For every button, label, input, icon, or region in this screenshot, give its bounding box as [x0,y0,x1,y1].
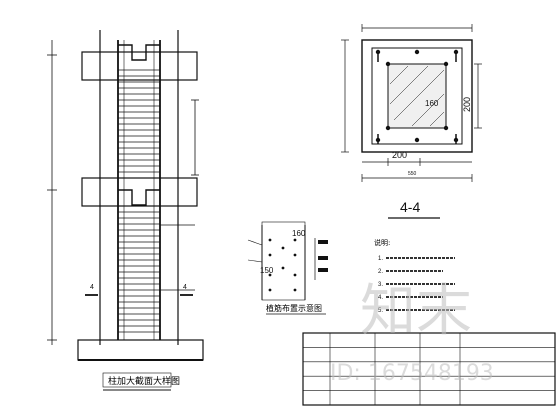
column-elevation: 4 4 柱加大截面大样图 [47,30,204,391]
watermark-brand: 知末 [360,279,472,344]
notes-heading: 说明: [374,238,390,247]
title-block [302,332,556,406]
rebar-dot [443,125,449,131]
anchor-dot [293,238,297,242]
rebar-dot [385,125,391,131]
stirrups-lower [118,211,160,333]
sec-right-dim: 200 [462,97,472,112]
title-block-grid [303,333,555,405]
note-number: 2. [378,269,383,275]
sec-bottom-dim: 550 [408,171,417,177]
stirrups-upper [118,69,160,173]
section-mark-right: 4 [183,284,187,291]
section-title: 4-4 [400,199,420,215]
section-4-4: 200 160 200 550 4-4 [341,24,482,219]
anchor-detail: 160 150 植筋布置示意图 [247,221,328,315]
rebar-dot [414,49,420,55]
note-number: 5. [378,308,383,314]
watermark-id: ID: 167548193 [330,361,494,386]
anchor-dot [268,288,272,292]
core-hatch [389,65,445,127]
anchor-dots [268,238,297,292]
sec-mid-dim: 160 [425,99,439,108]
section-mark-left: 4 [90,284,94,291]
notes: 说明: 1. 2. 3. 4. 5. [374,238,455,314]
anchor-dot [268,273,272,277]
small-top-dim: 160 [292,229,306,238]
column-elevation-caption: 柱加大截面大样图 [108,375,180,387]
notes-list: 1. 2. 3. 4. 5. [378,256,455,314]
anchor-detail-caption: 植筋布置示意图 [266,303,322,313]
rebar-dot [414,137,420,143]
anchor-dot [293,273,297,277]
note-number: 1. [378,256,383,262]
sec-left-dim: 200 [392,150,407,160]
anchor-dot [268,238,272,242]
rebar-dot [385,61,391,67]
anchor-dot [268,253,272,257]
note-number: 4. [378,295,383,301]
note-number: 3. [378,282,383,288]
rebar-dot [443,61,449,67]
anchor-dot [293,253,297,257]
small-bottom-dim: 150 [260,266,274,275]
anchor-dot [281,246,285,250]
anchor-dot [293,288,297,292]
anchor-dot [281,266,285,270]
